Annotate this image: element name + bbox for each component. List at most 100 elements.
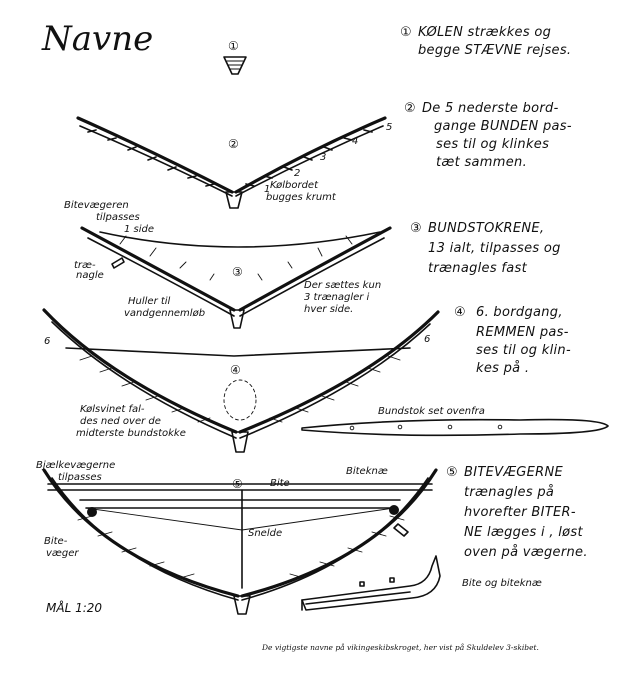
bite-knee-detail (301, 591, 411, 611)
hull5-left-inner (51, 477, 239, 601)
keel-fig5 (233, 595, 251, 615)
step-5-line-4: NE lægges i , løst (464, 525, 583, 540)
label-kolbordet-1: Kølbordet (270, 180, 319, 191)
label-huller-2: vandgennemløb (124, 308, 205, 319)
hull-left-inner (87, 237, 235, 317)
label-kolsvinet-2: des ned over de (80, 416, 161, 427)
label-bitevaeger-1: Bite- (44, 536, 68, 547)
label-kolsvinet-3: midterste bundstokke (76, 428, 186, 439)
step-2-line-4: tæt sammen. (436, 155, 527, 170)
step-4-line-1: 6. bordgang, (476, 305, 563, 320)
step-2-text: ② De 5 nederste bord- gange BUNDEN pas- … (404, 101, 572, 170)
label-bjaelkevaegerne-1: Bjælkevægerne (36, 460, 115, 471)
label-bitevaeger-2: væger (46, 548, 79, 559)
step-5-line-2: trænagles på (464, 485, 554, 500)
figure-number-3: ③ (232, 265, 243, 279)
figure-number-4: ④ (230, 363, 241, 377)
step-2-line-1: De 5 nederste bord- (422, 101, 559, 116)
step-4-marker: ④ (454, 305, 466, 320)
bite-knee-shape (301, 555, 441, 611)
step-2-marker: ② (404, 101, 416, 116)
strake-number-4: 4 (352, 136, 358, 147)
step-2-line-3: ses til og klinkes (436, 137, 549, 152)
biteknae-right-icon (389, 505, 399, 515)
step-1-marker: ① (400, 25, 412, 40)
strake4-clinker-marks (79, 355, 401, 423)
label-bitevaegeren-1: Bitevægeren (64, 200, 129, 211)
step-3-line-3: trænagles fast (428, 261, 528, 276)
label-saettes-3: hver side. (304, 304, 353, 315)
label-bitevaegeren-3: 1 side (124, 224, 154, 235)
strake-left-clinker-marks (87, 129, 215, 187)
hull-left-outer (80, 226, 236, 312)
step-5-line-3: hvorefter BITER- (464, 505, 576, 520)
keel-fig4 (231, 431, 249, 453)
hole-2 (397, 424, 403, 430)
floor-timber-line (99, 231, 381, 248)
keel-fig2 (225, 191, 243, 209)
step-1-line-2: begge STÆVNE rejses. (418, 43, 571, 58)
step-1-text: ① KØLEN strækkes og begge STÆVNE rejses. (400, 25, 571, 58)
bite-og-biteknae-drawing: Bite og biteknæ (301, 555, 542, 611)
step-5-line-1: BITEVÆGERNE (464, 465, 564, 480)
step-3-line-1: BUNDSTOKRENE, (428, 221, 544, 236)
label-snelde: Snelde (248, 528, 282, 539)
label-bite: Bite (270, 478, 290, 489)
strake-left-5 (76, 116, 234, 194)
label-bundstok-ovenfra: Bundstok set ovenfra (378, 406, 485, 417)
step-5-marker: ⑤ (446, 465, 458, 480)
figure-3-floor-timbers: ③ Bitevægeren tilpasses 1 side træ- nagl… (64, 200, 392, 329)
keelson-highlight (223, 379, 257, 421)
label-huller-1: Huller til (128, 296, 171, 307)
bjaelkevaeger-line (79, 499, 401, 509)
strake-right-5 (234, 116, 387, 194)
keel-section-shape (223, 56, 247, 75)
hole-1 (349, 425, 355, 431)
strake-left-4 (79, 125, 233, 197)
hole-3 (447, 424, 453, 430)
step-5-text: ⑤ BITEVÆGERNE trænagles på hvorefter BIT… (446, 465, 588, 560)
step-3-line-2: 13 ialt, tilpasses og (428, 241, 561, 256)
diagram-title: Navne (41, 19, 153, 59)
hull4-left-outer (42, 308, 238, 434)
strake-number-2: 2 (294, 168, 300, 179)
floor-timber-top-shape (301, 418, 609, 437)
figure-4-sheer-strake: ④ 6 6 Kølsvinet fal- des ned over de mid… (42, 308, 440, 453)
figure-1-keel: ① (223, 39, 247, 75)
bite-knee-peg-2 (359, 581, 365, 587)
label-traenagle-2: nagle (76, 270, 104, 281)
label-kolsvinet-1: Kølsvinet fal- (80, 404, 145, 415)
step-4-line-3: ses til og klin- (476, 343, 571, 358)
label-bitevaegeren-2: tilpasses (96, 212, 140, 223)
sheer-line (65, 347, 411, 357)
step-3-text: ③ BUNDSTOKRENE, 13 ialt, tilpasses og tr… (410, 221, 561, 276)
biteknae-left-icon (87, 507, 97, 517)
keel-hatching (226, 60, 244, 70)
hull-right-outer (238, 226, 392, 312)
keel-fig3 (229, 309, 245, 329)
strake-number-3: 3 (320, 152, 326, 163)
floor-timber-top-view: Bundstok set ovenfra (301, 406, 609, 437)
step-2-line-2: gange BUNDEN pas- (434, 119, 572, 134)
hull4-right-inner (239, 323, 431, 439)
bite-knee-peg-1 (389, 577, 395, 583)
floor-timber-marks (119, 235, 353, 281)
label-bjaelkevaegerne-2: tilpasses (58, 472, 102, 483)
label-bite-og-biteknae: Bite og biteknæ (462, 578, 542, 589)
step-4-text: ④ 6. bordgang, REMMEN pas- ses til og kl… (454, 305, 571, 376)
step-4-line-2: REMMEN pas- (476, 325, 569, 340)
step-5-line-5: oven på vægerne. (464, 545, 588, 560)
hole-4 (497, 424, 503, 430)
strake-number-6-left: 6 (44, 336, 50, 347)
strake-number-5: 5 (386, 122, 392, 133)
step-3-marker: ③ (410, 221, 422, 236)
strake-number-6-right: 6 (424, 334, 430, 345)
hull4-left-inner (51, 321, 237, 439)
floor5-line (85, 507, 395, 531)
figure-number-1: ① (228, 39, 239, 53)
strake-number-1: 1 (264, 184, 270, 195)
figure-number-2: ② (228, 137, 239, 151)
strake5-clinker-marks (77, 515, 405, 579)
bite-beam (47, 483, 433, 491)
